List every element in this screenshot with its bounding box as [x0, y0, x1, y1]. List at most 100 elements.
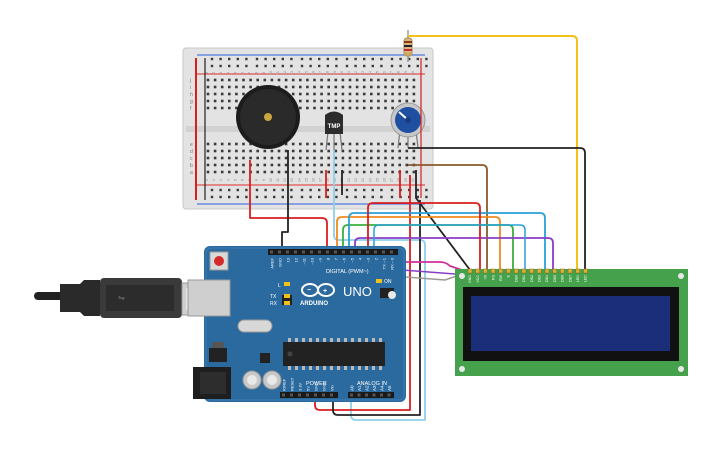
- lcd-pin[interactable]: [544, 268, 550, 274]
- column-number: 4: [226, 72, 230, 74]
- lcd-pins: [467, 268, 588, 274]
- wire-black-gnd: [332, 200, 421, 416]
- lcd-pin[interactable]: [483, 268, 488, 274]
- lcd-pin-label: DB7: [568, 275, 572, 282]
- digital-pin-label: ~11: [302, 257, 307, 264]
- lcd-pin[interactable]: [583, 268, 588, 274]
- lcd-pin[interactable]: [498, 268, 504, 274]
- column-number: 28: [397, 178, 401, 182]
- digital-label: DIGITAL (PWM~): [326, 269, 369, 275]
- digital-pin-label: AREF: [270, 257, 275, 268]
- wire-red-buzzer: [249, 160, 328, 252]
- column-number: 3: [219, 179, 223, 181]
- column-number: 24: [368, 71, 372, 75]
- potentiometer[interactable]: [390, 102, 426, 149]
- wire-purple: [354, 237, 554, 270]
- usb-port: [187, 279, 231, 317]
- wire-magenta: [380, 261, 463, 271]
- piezo-buzzer[interactable]: [236, 85, 300, 149]
- lcd-pin[interactable]: [490, 268, 496, 274]
- column-number: 28: [397, 71, 401, 75]
- column-number: 20: [340, 71, 344, 75]
- lcd-pin[interactable]: [560, 268, 565, 274]
- column-number: 16: [312, 178, 316, 182]
- icsp-header: [380, 288, 394, 298]
- lcd-pin-label: RS: [491, 274, 495, 280]
- lcd-pin-label: V0: [484, 275, 488, 279]
- lcd-pin-label: VCC: [476, 275, 480, 283]
- wire-blue-2: [373, 224, 526, 270]
- row-letter: e: [190, 142, 193, 148]
- column-number: 1: [205, 72, 209, 74]
- row-letter: g: [190, 99, 193, 105]
- column-number: 15: [304, 178, 308, 182]
- column-number: 17: [319, 71, 323, 75]
- column-number: 23: [361, 178, 365, 182]
- lcd-pin[interactable]: [475, 268, 480, 274]
- analog-pin-label: A2: [365, 385, 370, 391]
- lcd-pin-label: E: [507, 274, 511, 277]
- tmp-label: TMP: [328, 124, 341, 130]
- lcd-pin[interactable]: [467, 268, 473, 274]
- lcd-pin[interactable]: [529, 268, 534, 274]
- reset-button-cap[interactable]: [214, 256, 224, 266]
- wires: [195, 35, 586, 421]
- lcd-pin[interactable]: [506, 268, 511, 274]
- resistor[interactable]: [403, 30, 413, 62]
- column-number: 27: [390, 71, 394, 75]
- column-number: 11: [276, 71, 280, 75]
- column-number: 7: [248, 72, 252, 74]
- column-number: 16: [312, 71, 316, 75]
- column-number: 2: [212, 179, 216, 181]
- wire-brown: [408, 164, 488, 270]
- digital-pin-label: RX←0: [390, 257, 395, 270]
- digital-pin-label: ~5: [350, 257, 355, 262]
- lcd-pin-label: DB2: [530, 275, 534, 282]
- lcd-pin-label: LED: [584, 275, 588, 282]
- column-number: 8: [255, 179, 259, 181]
- row-letter: j: [189, 78, 191, 84]
- rx-label: RX: [270, 301, 278, 307]
- column-number: 17: [319, 178, 323, 182]
- lcd-pin[interactable]: [537, 268, 542, 274]
- column-number: 27: [390, 178, 394, 182]
- wire-red-rs: [367, 202, 481, 270]
- column-number: 5: [233, 72, 237, 74]
- lcd-pin[interactable]: [513, 268, 519, 274]
- column-number: 14: [297, 71, 301, 75]
- temperature-sensor[interactable]: TMP: [325, 111, 343, 151]
- lcd-pin[interactable]: [552, 268, 557, 274]
- wire-black-pot: [408, 147, 586, 270]
- power-pin-label: GND: [314, 382, 319, 391]
- lcd-pin-label: DB4: [545, 275, 549, 282]
- row-letter: i: [190, 85, 191, 91]
- column-number: 26: [383, 71, 387, 75]
- lcd-pin[interactable]: [567, 268, 573, 274]
- regulator: [209, 348, 227, 362]
- column-number: 9: [262, 72, 266, 74]
- power-pin-label: IOREF: [282, 378, 287, 391]
- lcd-pin[interactable]: [575, 268, 581, 274]
- column-number: 11: [276, 178, 280, 182]
- column-number: 8: [255, 72, 259, 74]
- row-letter: f: [190, 106, 192, 112]
- lcd-pin-label: DB1: [522, 275, 526, 282]
- digital-pin-label: ~10: [310, 257, 315, 265]
- lcd-pin-label: DB3: [538, 275, 542, 282]
- wire-lightblue-tmp: [333, 150, 426, 421]
- lcd-pin[interactable]: [521, 268, 527, 274]
- analog-pin-label: A0: [350, 385, 355, 391]
- column-number: 13: [290, 71, 294, 75]
- on-label: ON: [384, 279, 392, 285]
- column-number: 6: [241, 179, 245, 181]
- digital-pin-label: ~3: [366, 257, 371, 262]
- analog-label: ANALOG IN: [357, 381, 387, 387]
